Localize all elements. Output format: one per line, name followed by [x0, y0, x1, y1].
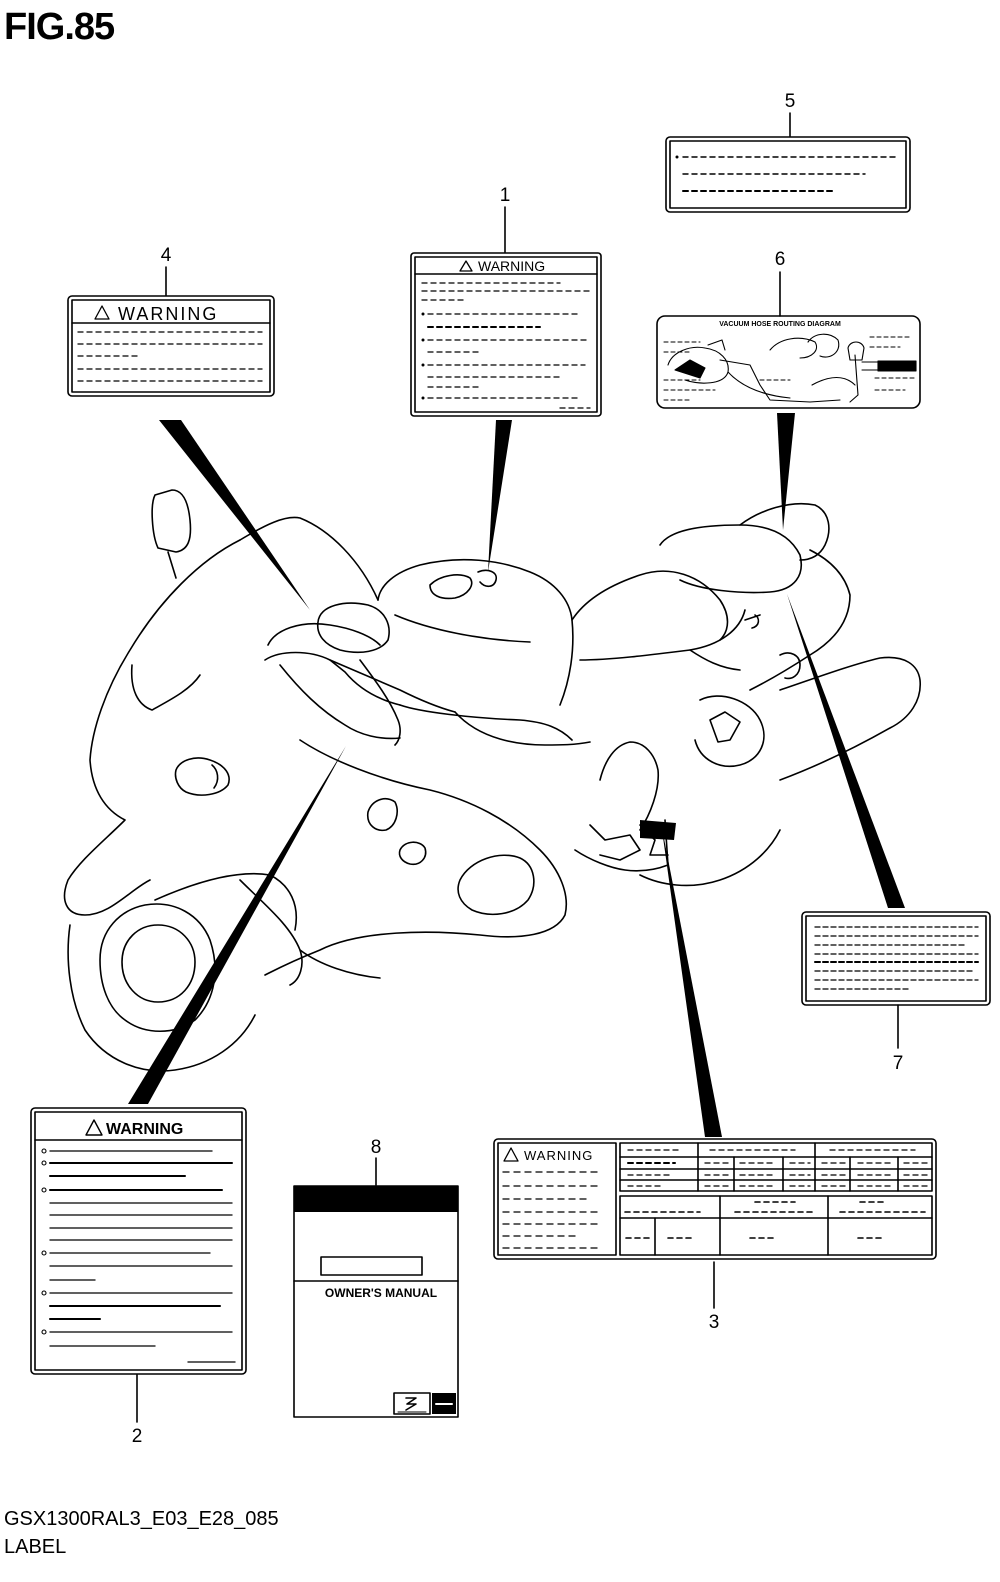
callout-8: 8: [371, 1137, 382, 1158]
figure-title: FIG.85: [4, 6, 115, 48]
suzuki-logo-icon: [405, 1397, 417, 1411]
leader-7: [787, 594, 905, 908]
figure-code: GSX1300RAL3_E03_E28_085: [4, 1508, 279, 1530]
callout-4: 4: [161, 245, 172, 266]
label-6-vacuum-hose-diagram: VACUUM HOSE ROUTING DIAGRAM: [656, 315, 921, 409]
callout-3: 3: [709, 1312, 720, 1333]
leader-lines: [128, 413, 905, 1137]
owners-manual-book: OWNER'S MANUAL: [293, 1185, 459, 1418]
label-1-warning: WARNING: [410, 252, 602, 417]
callout-1: 1: [500, 185, 511, 206]
warning-triangle-icon: [503, 1147, 519, 1162]
label-5: [665, 136, 911, 213]
callout-6: 6: [775, 249, 786, 270]
label-1-warning-text: WARNING: [478, 258, 545, 274]
figure-name: LABEL: [4, 1536, 67, 1558]
label-2-warning-text: WARNING: [106, 1121, 183, 1138]
label-2-warning: WARNING: [30, 1107, 247, 1375]
label-6-title: VACUUM HOSE ROUTING DIAGRAM: [719, 321, 841, 328]
leader-6: [777, 413, 795, 530]
warning-triangle-icon: [85, 1119, 103, 1136]
leader-3: [661, 823, 722, 1137]
leader-4: [159, 420, 310, 610]
callout-5: 5: [785, 91, 796, 112]
motorcycle-outline: [63, 489, 921, 1072]
leader-2: [128, 746, 346, 1104]
warning-triangle-icon: [459, 260, 473, 272]
label-4-warning-text: WARNING: [118, 304, 218, 324]
label-3-warning-table: WARNING: [493, 1138, 937, 1260]
owners-manual-title: OWNER'S MANUAL: [325, 1286, 437, 1300]
label-4-warning: WARNING: [67, 295, 275, 397]
warning-triangle-icon: [94, 305, 110, 320]
leader-1: [488, 420, 512, 572]
callout-2: 2: [132, 1426, 143, 1447]
callout-numbers: 1 2 3 4 5 6 7 8: [132, 91, 904, 1447]
label-3-warning-text: WARNING: [524, 1148, 593, 1163]
label-7: [801, 911, 991, 1006]
callout-7: 7: [893, 1053, 904, 1074]
